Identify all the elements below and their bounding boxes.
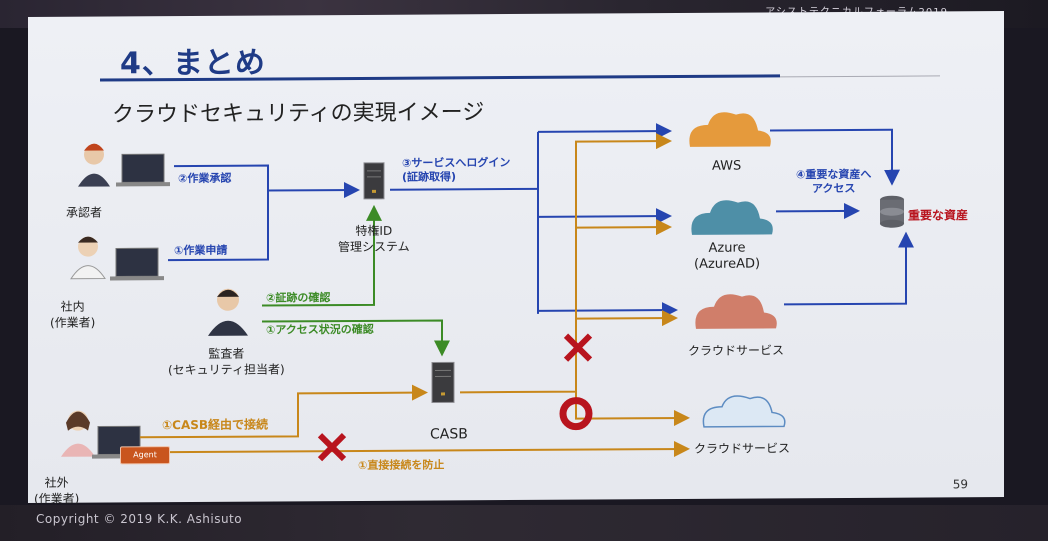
- slide: 4、まとめ クラウドセキュリティの実現イメージ: [28, 11, 1004, 506]
- auditor-person-icon: [208, 288, 248, 336]
- approver-label: 承認者: [66, 205, 103, 220]
- azure-label: Azure (AzureAD): [694, 240, 761, 272]
- azure-to-assets-arrow: [776, 202, 860, 219]
- approver-laptop-icon: [116, 153, 170, 187]
- direct-connection-line: [170, 441, 690, 458]
- cloud-service-2-icon: [702, 395, 786, 428]
- aws-label: AWS: [712, 158, 742, 174]
- blocked-x-icon-upper: [563, 333, 593, 362]
- via-casb-line: [140, 384, 428, 439]
- casb-to-aws-line: [460, 133, 672, 394]
- aws-to-assets-arrow: [770, 128, 900, 186]
- check-access-label: ①アクセス状況の確認: [266, 322, 374, 337]
- pam-label: 特権ID 管理システム: [338, 223, 410, 255]
- work-approval-label: ②作業承認: [178, 171, 232, 186]
- to-cloud-service-arrow: [538, 302, 678, 319]
- auditor-label: 監査者 (セキュリティ担当者): [168, 346, 285, 378]
- copyright: Copyright © 2019 K.K. Ashisuto: [36, 512, 243, 526]
- work-request-label: ①作業申請: [174, 243, 228, 258]
- database-icon: [880, 195, 904, 228]
- via-casb-label: ①CASB経由で接続: [162, 417, 269, 433]
- assets-label: 重要な資産: [908, 208, 969, 223]
- casb-server-icon: [431, 361, 455, 404]
- work-approval-line: [174, 164, 360, 199]
- bottom-backdrop: [0, 505, 1048, 541]
- approver-person-icon: [78, 143, 110, 187]
- casb-to-azure-line: [576, 219, 672, 236]
- agent-badge: Agent: [120, 446, 170, 465]
- internal-worker-person-icon: [70, 236, 106, 280]
- cloud-service-2-label: クラウドサービス: [694, 441, 791, 456]
- internal-worker-label: 社内 (作業者): [50, 299, 96, 330]
- azure-cloud-icon: [691, 200, 773, 235]
- allowed-o-icon: [559, 397, 593, 431]
- service-login-line: [390, 187, 538, 191]
- external-worker-person-icon: [61, 410, 95, 457]
- to-azure-arrow: [538, 208, 672, 225]
- external-worker-label: 社外 (作業者): [34, 475, 80, 506]
- access-assets-label: ④重要な資産へ アクセス: [796, 167, 872, 196]
- internal-worker-laptop-icon: [110, 247, 164, 281]
- casb-label: CASB: [430, 426, 468, 443]
- blocked-x-icon-lower: [317, 432, 347, 462]
- work-request-line: [168, 190, 269, 262]
- cloud-service-1-icon: [695, 294, 777, 329]
- aws-cloud-icon: [689, 112, 771, 147]
- page-number: 59: [952, 477, 968, 492]
- cloud-to-assets-arrow: [784, 231, 914, 306]
- cloud-service-1-label: クラウドサービス: [688, 343, 785, 358]
- casb-to-cloud-service-2-line: [575, 391, 690, 427]
- check-evidence-label: ②証跡の確認: [266, 291, 331, 305]
- check-access-line: [262, 319, 450, 357]
- diagram-canvas: [61, 112, 914, 462]
- pam-server-icon: [363, 162, 385, 200]
- to-aws-arrow: [538, 123, 672, 140]
- casb-to-cloud-service-line: [576, 310, 678, 327]
- service-login-label: ③サービスへログイン (証跡取得): [402, 156, 511, 184]
- prevent-direct-label: ①直接接続を防止: [358, 458, 445, 472]
- check-evidence-line: [262, 204, 382, 307]
